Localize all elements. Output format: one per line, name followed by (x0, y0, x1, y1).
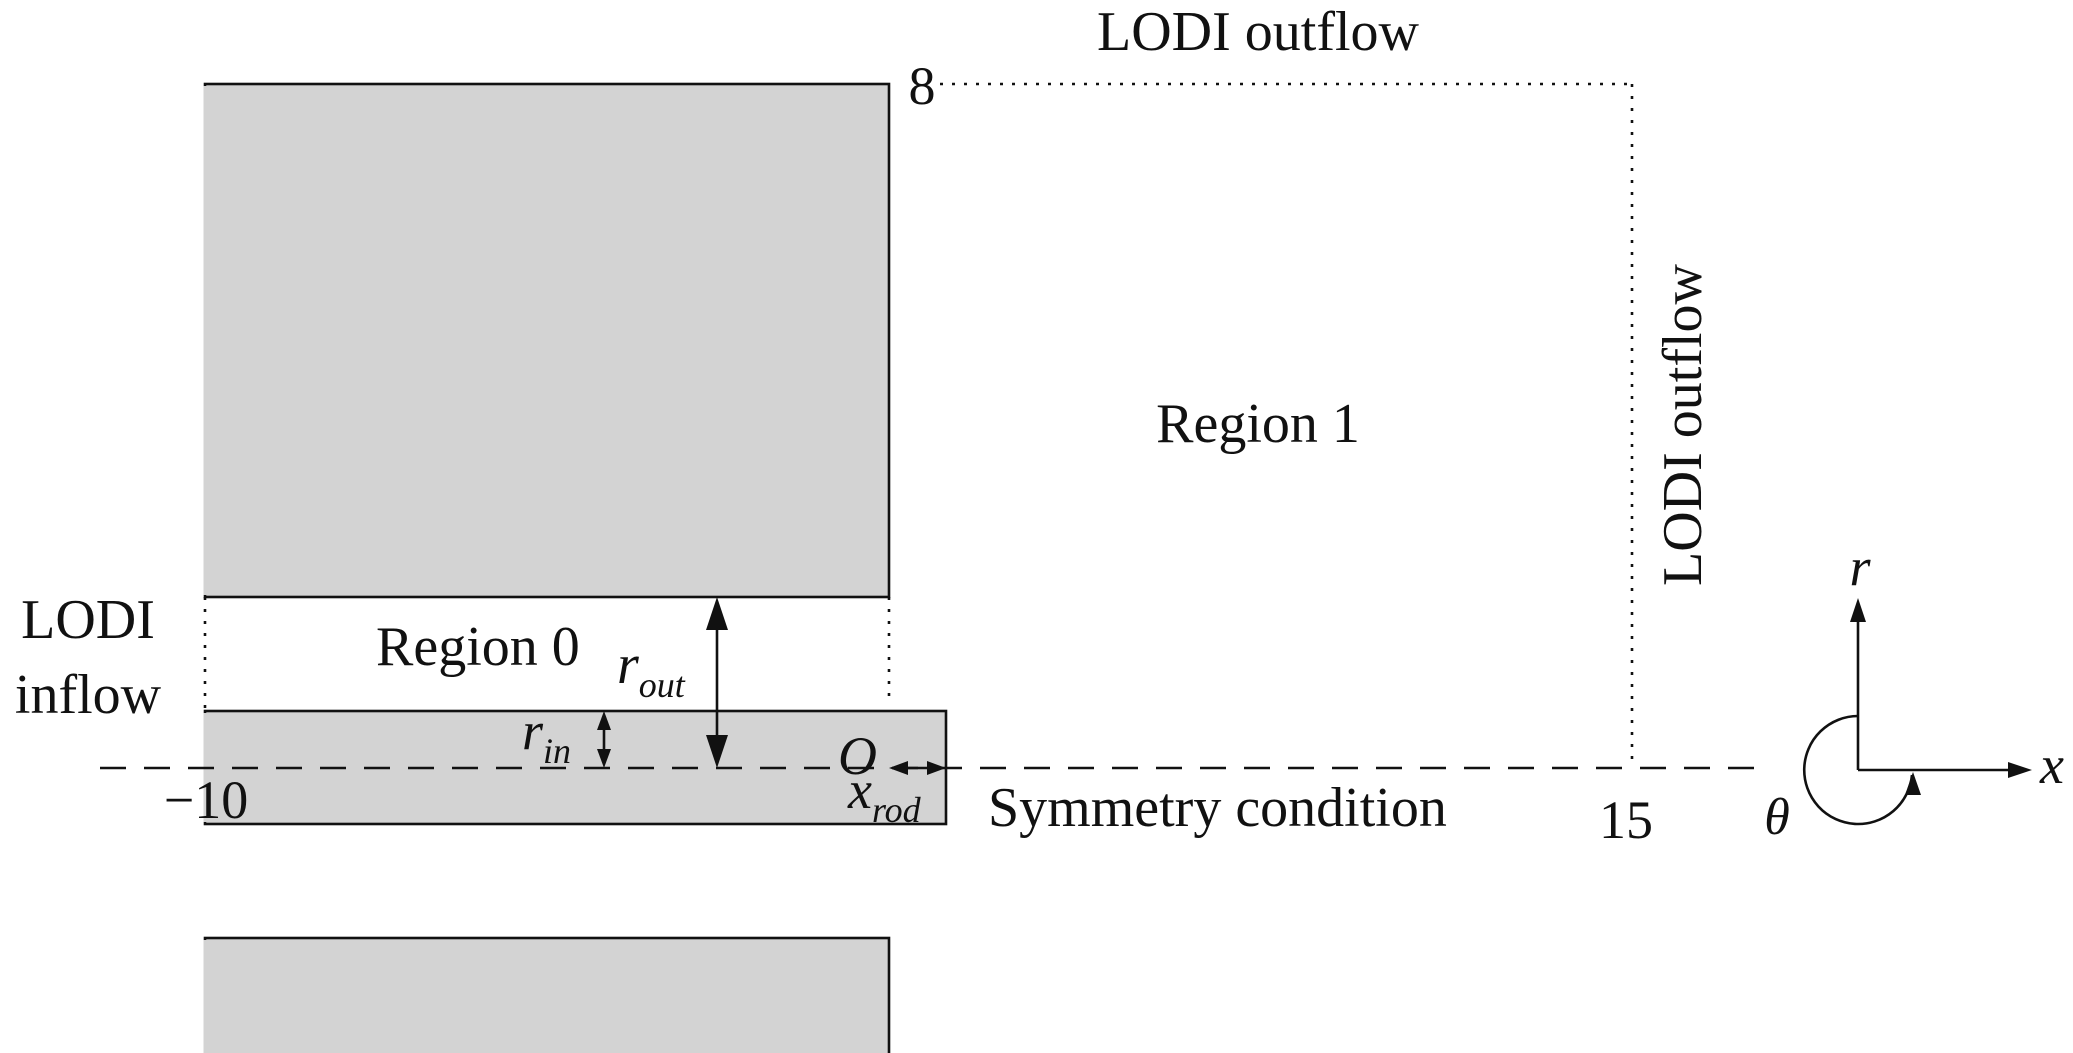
x-rod-sub: rod (872, 790, 922, 830)
tick-left: −10 (164, 770, 248, 830)
r-in-base: r (522, 701, 544, 761)
lower-solid-block (203, 936, 891, 1053)
r-out-sub: out (639, 665, 686, 705)
x-rod-label: xrod (847, 760, 922, 830)
r-in-arrowhead-down (597, 749, 611, 768)
x-axis-arrowhead (2008, 762, 2032, 778)
r-out-base: r (617, 634, 639, 696)
r-axis-arrowhead (1850, 598, 1866, 622)
top-outflow-label: LODI outflow (1097, 1, 1420, 63)
right-outflow-label: LODI outflow (1652, 263, 1714, 586)
region1-label: Region 1 (1156, 393, 1360, 455)
tick-right: 15 (1599, 790, 1653, 850)
r-in-arrowhead-up (597, 711, 611, 730)
x-rod-arrowhead-left (889, 761, 908, 775)
theta-arrowhead (1905, 772, 1921, 795)
x-axis-label: x (2039, 735, 2064, 795)
theta-arc (1802, 714, 1914, 826)
x-rod-arrowhead-right (927, 761, 946, 775)
origin-label: O (838, 726, 877, 786)
region0-label: Region 0 (376, 616, 580, 678)
inflow-label-line2: inflow (15, 664, 162, 726)
symmetry-condition-label: Symmetry condition (988, 777, 1447, 839)
theta-label: θ (1764, 789, 1790, 846)
r-out-arrowhead-down (706, 735, 728, 768)
r-in-sub: in (543, 731, 571, 771)
x-rod-base: x (847, 760, 872, 820)
r-out-arrowhead-up (706, 597, 728, 630)
r-axis-label: r (1849, 537, 1871, 597)
rod-block (203, 709, 948, 826)
upper-solid-block (203, 82, 891, 599)
inflow-label-line1: LODI (21, 589, 155, 651)
tick-top: 8 (909, 56, 936, 116)
r-in-label: rin (522, 701, 571, 771)
r-out-label: rout (617, 634, 686, 705)
